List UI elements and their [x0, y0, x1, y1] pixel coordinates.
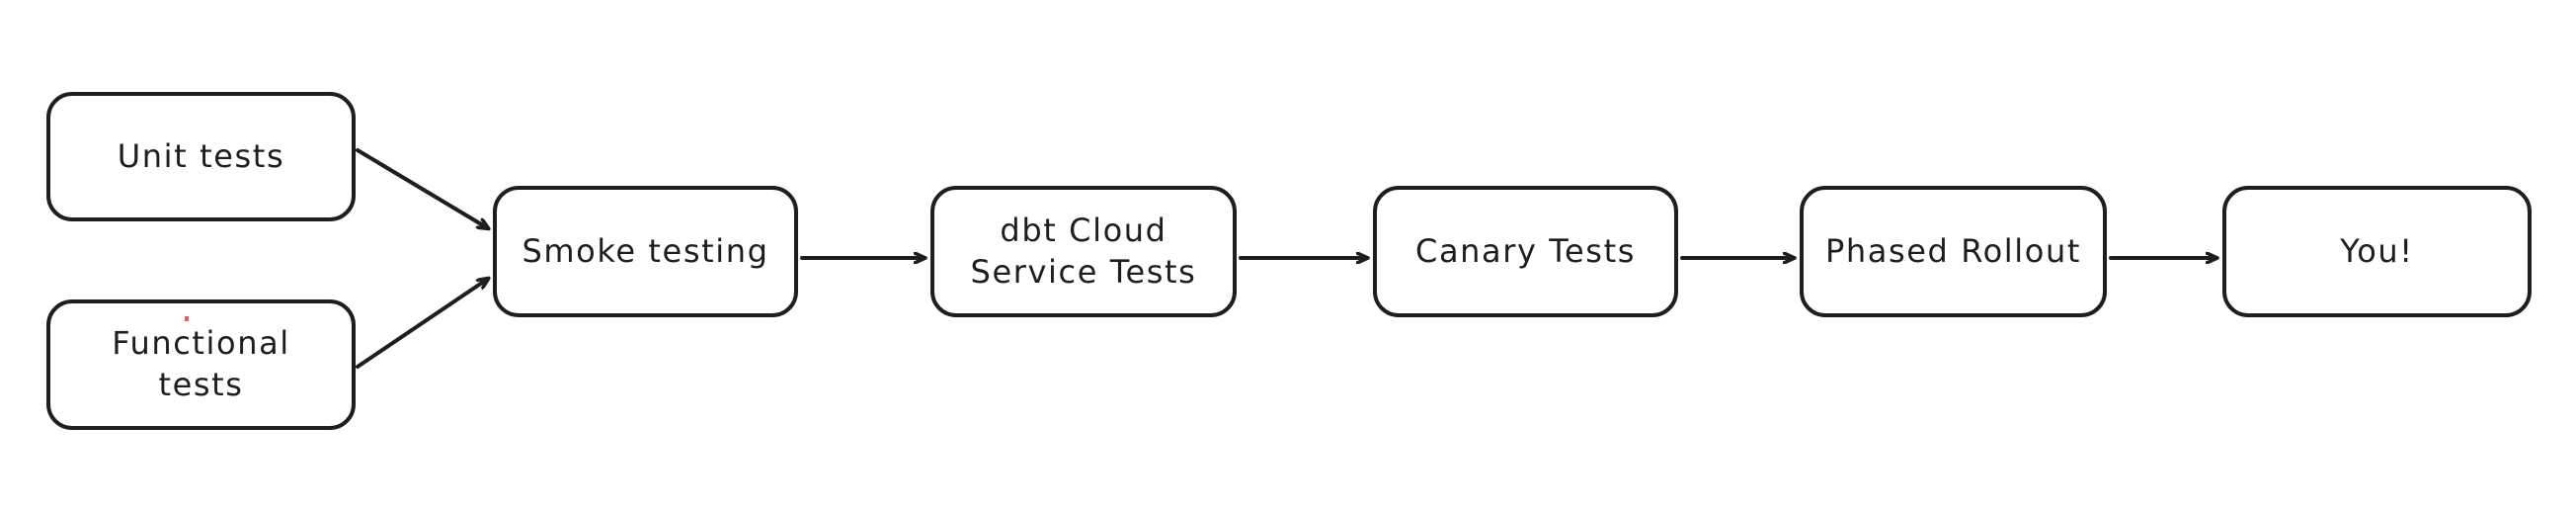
node-unit-tests[interactable]: Unit tests — [46, 92, 356, 221]
node-dbt-cloud-service-tests[interactable]: dbt Cloud Service Tests — [930, 186, 1237, 317]
node-smoke-testing[interactable]: Smoke testing — [493, 186, 798, 317]
node-canary-tests[interactable]: Canary Tests — [1373, 186, 1678, 317]
edge-unit-to-smoke — [356, 148, 488, 228]
node-functional-tests[interactable]: Functional tests — [46, 299, 356, 430]
node-label: Canary Tests — [1415, 231, 1636, 270]
node-you[interactable]: You! — [2222, 186, 2532, 317]
node-label: Smoke testing — [522, 231, 769, 270]
red-marker-dot — [185, 316, 189, 321]
node-label: Phased Rollout — [1825, 231, 2081, 270]
node-label: Unit tests — [117, 136, 285, 175]
node-label: Functional tests — [112, 324, 290, 403]
node-label: You! — [2340, 231, 2414, 270]
edge-functional-to-smoke — [356, 279, 488, 369]
node-phased-rollout[interactable]: Phased Rollout — [1800, 186, 2107, 317]
node-label: dbt Cloud Service Tests — [970, 211, 1197, 291]
